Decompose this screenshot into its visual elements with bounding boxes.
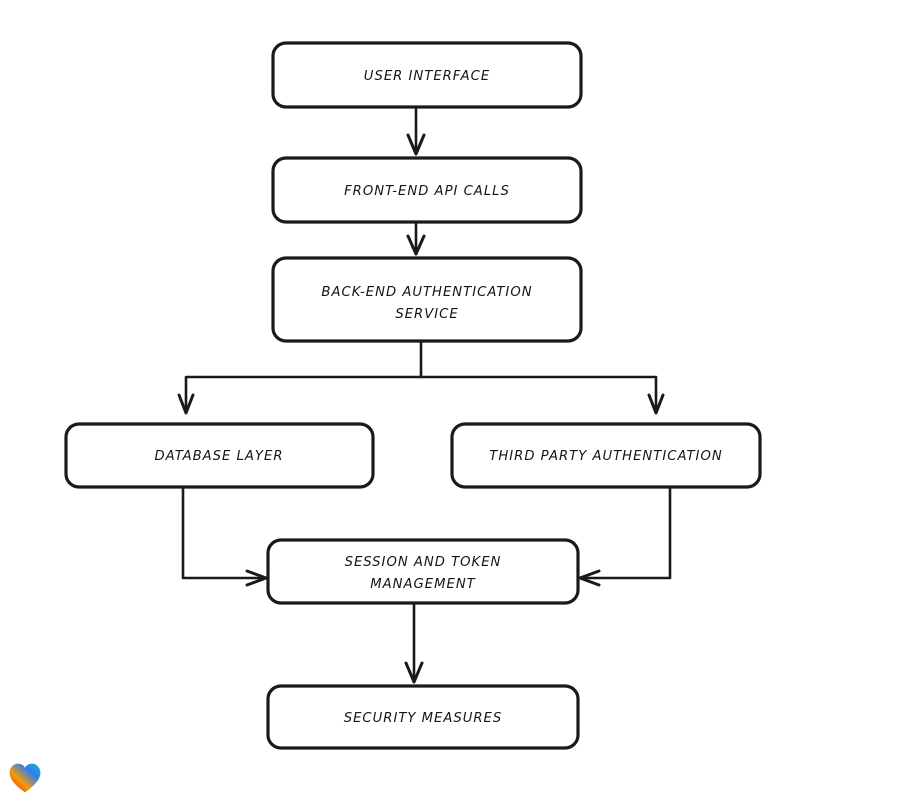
node-user-interface-shape[interactable] (271, 41, 583, 109)
node-back-end-authentication-service-label-line2: Service (395, 307, 458, 322)
edge-frontend-to-backend (406, 220, 426, 256)
heart-icon-shape (9, 763, 41, 793)
node-security-measures[interactable]: Security Measures (266, 684, 580, 750)
node-front-end-api-calls-label: Front-End API Calls (344, 184, 510, 199)
node-session-and-token-management-shape[interactable] (266, 538, 580, 605)
node-third-party-authentication-label: Third Party Authentication (489, 449, 722, 464)
node-database-layer-label: Database Layer (155, 449, 284, 464)
edge-thirdparty-to-session (578, 485, 672, 587)
node-session-and-token-management[interactable]: Session and Token Management (266, 538, 580, 605)
node-security-measures-label: Security Measures (344, 711, 503, 726)
heart-icon (9, 763, 41, 793)
node-user-interface-label: User Interface (364, 69, 490, 84)
node-session-and-token-management-label-line1: Session and Token (345, 555, 502, 570)
node-back-end-authentication-service[interactable]: Back-End Authentication Service (271, 256, 583, 343)
node-front-end-api-calls[interactable]: Front-End API Calls (271, 156, 583, 224)
edge-database-to-session (181, 485, 268, 587)
edge-ui-to-frontend (406, 105, 426, 156)
node-third-party-authentication[interactable]: Third Party Authentication (450, 422, 762, 489)
node-front-end-api-calls-shape[interactable] (271, 156, 583, 224)
node-security-measures-shape[interactable] (266, 684, 580, 750)
node-session-and-token-management-label-line2: Management (370, 577, 475, 592)
node-back-end-authentication-service-label-line1: Back-End Authentication (321, 285, 532, 300)
node-back-end-authentication-service-shape[interactable] (271, 256, 583, 343)
edge-backend-to-database (177, 339, 423, 415)
edge-backend-to-thirdparty (419, 375, 665, 415)
node-database-layer-shape[interactable] (64, 422, 375, 489)
node-third-party-authentication-shape[interactable] (450, 422, 762, 489)
node-database-layer[interactable]: Database Layer (64, 422, 375, 489)
edge-session-to-security (404, 601, 424, 684)
node-user-interface[interactable]: User Interface (271, 41, 583, 109)
